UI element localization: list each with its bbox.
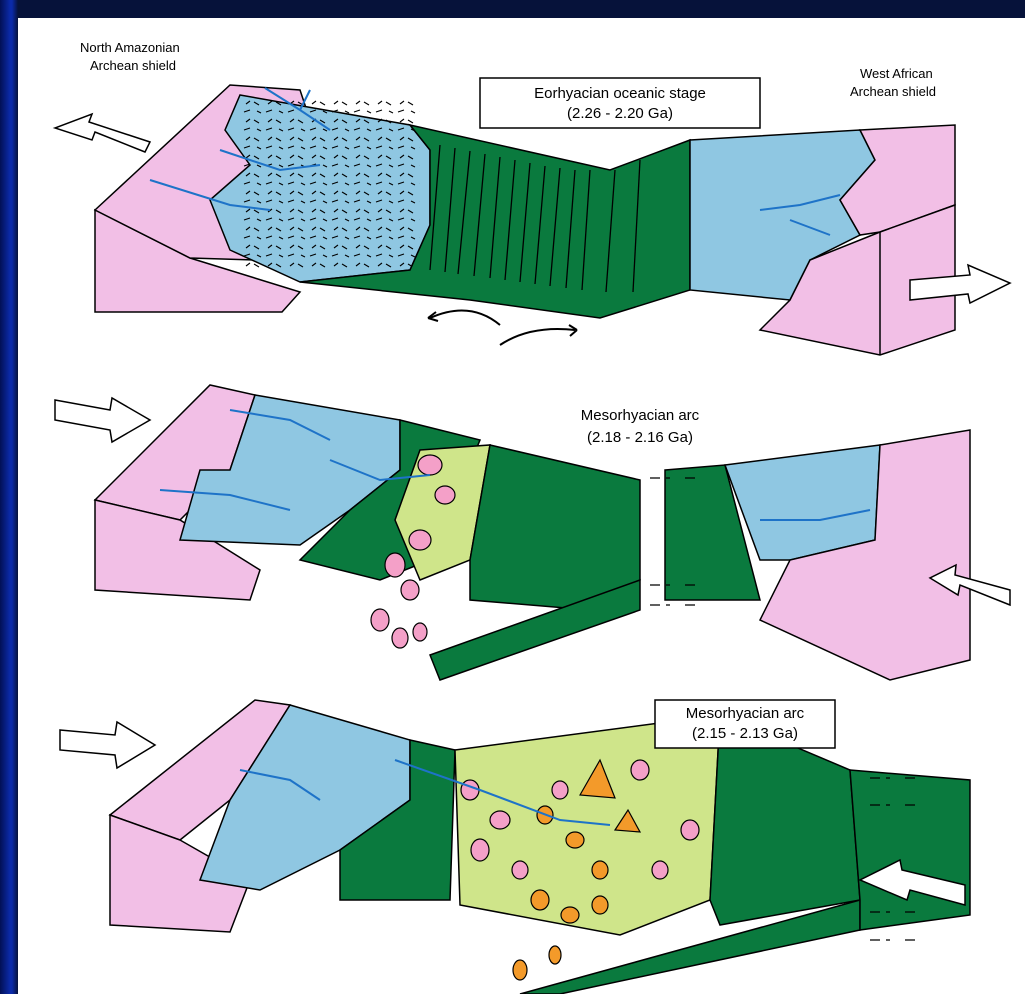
stage-age-2: (2.18 - 2.16 Ga) <box>587 429 693 446</box>
stage-label-3: Mesorhyacian arc (2.15 - 2.13 Ga) <box>655 700 835 748</box>
oceanic-east-2 <box>470 445 640 610</box>
east-shield-3 <box>850 770 970 930</box>
stage-label-2: Mesorhyacian arc (2.18 - 2.16 Ga) <box>581 407 700 446</box>
stage-age-3: (2.15 - 2.13 Ga) <box>692 725 798 742</box>
arrow-icon-west-1 <box>55 114 150 152</box>
east-cover-2 <box>725 445 880 560</box>
block-arc-stage-1 <box>95 385 970 680</box>
stage-label-1: Eorhyacian oceanic stage (2.26 - 2.20 Ga… <box>480 78 760 128</box>
double-arrow-icon <box>428 310 577 345</box>
arrow-icon-west-2 <box>55 398 150 442</box>
east-shield-label: West African Archean shield <box>850 66 936 99</box>
stage-age-1: (2.26 - 2.20 Ga) <box>567 105 673 122</box>
stage-title-2: Mesorhyacian arc <box>581 407 700 424</box>
west-shield-label: North Amazonian Archean shield <box>80 40 183 73</box>
block-arc-stage-2 <box>110 700 970 994</box>
stage-title-1: Eorhyacian oceanic stage <box>534 85 706 102</box>
stage-title-3: Mesorhyacian arc <box>686 705 805 722</box>
arrow-icon-west-3 <box>60 722 155 768</box>
